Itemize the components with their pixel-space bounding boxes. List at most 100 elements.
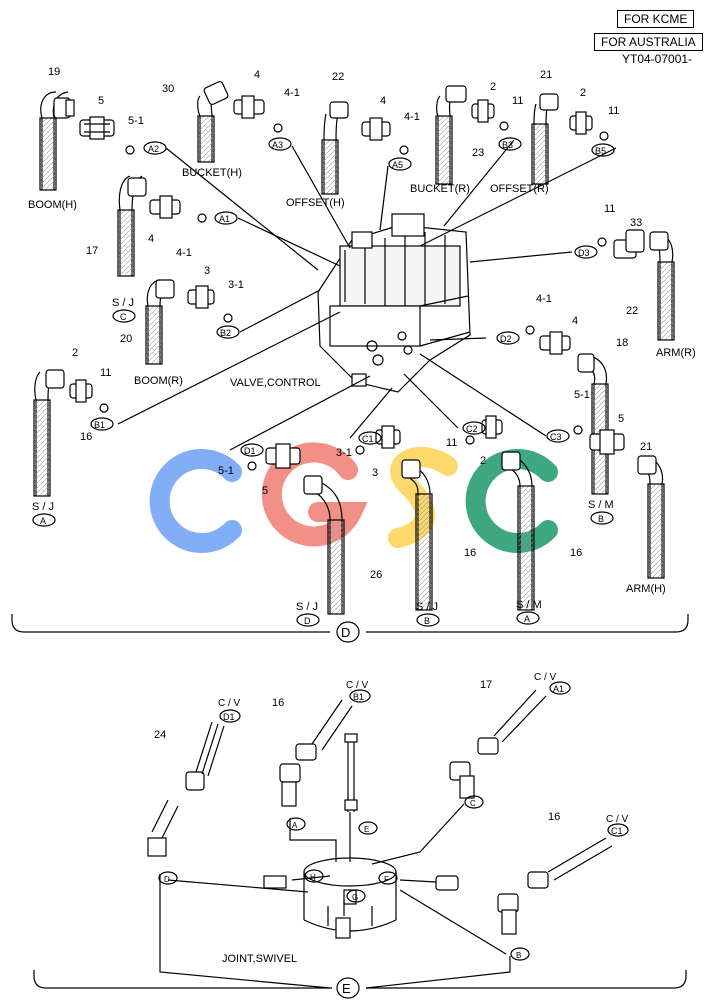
fitting-4-17 <box>149 195 181 219</box>
leader-b2 <box>239 289 321 333</box>
port-d3 <box>574 245 598 259</box>
oring-4-1-18 <box>525 325 535 335</box>
port-label-b2: B2 <box>220 328 231 338</box>
section-e-marker: E <box>342 981 351 996</box>
hose-arm-r <box>649 231 675 341</box>
swivel-joint <box>303 857 397 932</box>
label-cv-b1: C / V <box>346 680 369 691</box>
section-d-marker-ring <box>336 621 360 643</box>
section-d-marker: D <box>341 625 350 640</box>
label-4-1a: 4-1 <box>284 87 300 99</box>
label-sj-2: S / J <box>32 501 54 513</box>
label-offset-h: OFFSET(H) <box>286 197 345 209</box>
label-19: 19 <box>48 66 60 78</box>
port-b1 <box>90 417 114 431</box>
label-sm-1: S / M <box>588 499 614 511</box>
label-e-16a: 16 <box>272 697 284 709</box>
label-21b: 21 <box>640 441 652 453</box>
label-5b: 5 <box>618 413 624 425</box>
label-33: 33 <box>630 217 642 229</box>
label-4c: 4 <box>148 233 154 245</box>
port-b5 <box>591 143 615 157</box>
label-21a: 21 <box>540 69 552 81</box>
elbow-a <box>279 763 301 807</box>
elbow-b <box>497 893 519 935</box>
label-sj-1: S / J <box>112 297 134 309</box>
port-a1 <box>214 211 238 225</box>
label-26: 26 <box>370 569 382 581</box>
fitting-2-left <box>69 379 93 403</box>
leader-a2 <box>165 147 319 271</box>
oring-4-1-offset <box>399 145 409 155</box>
leader-a5 <box>379 165 389 231</box>
leader-d3 <box>469 251 573 263</box>
hose-26 <box>303 475 345 615</box>
label-3-1a: 3-1 <box>228 279 244 291</box>
label-11c: 11 <box>604 203 615 215</box>
elbow-33 <box>613 229 645 259</box>
label-5-1c: 5-1 <box>218 465 234 477</box>
document-number: YT04-07001- <box>622 52 693 66</box>
oring-3-1-boom-r <box>223 313 233 323</box>
label-4a: 4 <box>254 69 260 81</box>
label-22a: 22 <box>332 71 344 83</box>
label-24: 24 <box>154 729 166 741</box>
label-e-16b: 16 <box>548 811 560 823</box>
port-c3 <box>546 429 570 443</box>
oring-3-1-lower <box>355 445 365 455</box>
fitting-3-boom-r <box>187 285 215 309</box>
label-offset-r: OFFSET(R) <box>490 183 549 195</box>
hose-boom-h <box>39 91 75 191</box>
oring-5-1-arm-h <box>573 425 583 435</box>
label-sj-4: S / J <box>416 601 438 613</box>
port-c1 <box>358 431 382 445</box>
port-label-e-a1: A1 <box>553 684 564 694</box>
leader-a1 <box>237 217 341 267</box>
port-a3 <box>268 137 292 151</box>
watermark-c2 <box>465 449 558 553</box>
port-c2 <box>462 421 486 435</box>
label-18: 18 <box>616 337 628 349</box>
port-label-a5: A5 <box>392 160 403 170</box>
port-label-e-c1: C1 <box>611 826 623 836</box>
label-23: 23 <box>472 147 484 159</box>
port-label-c1: C1 <box>362 434 374 444</box>
hose-16-c1 <box>527 837 613 889</box>
oring-11-bucket-r <box>499 121 509 131</box>
label-cv-c1: C / V <box>606 814 629 825</box>
label-3a: 3 <box>204 265 210 277</box>
port-label-a1: A1 <box>219 214 230 224</box>
elbow-c <box>449 761 475 799</box>
section-d <box>11 81 689 643</box>
hose-16-sm-a <box>501 451 535 611</box>
leader-c3 <box>419 353 547 437</box>
oring-5-1-upper <box>125 145 135 155</box>
fitting-5-lower <box>265 443 301 469</box>
port-label-a3: A3 <box>272 140 283 150</box>
label-sm-b: B <box>598 514 604 524</box>
section-e-marker-ring <box>336 977 360 999</box>
section-d-text: 19 5 5-1 A2 BOOM(H) 30 4 4-1 A3 BUCKET(H… <box>28 66 696 640</box>
label-cv-d1: C / V <box>218 698 241 709</box>
label-11a: 11 <box>512 95 523 107</box>
fitting-4-18 <box>539 331 571 355</box>
hose-16-b1 <box>295 699 353 761</box>
label-sj-b: B <box>424 616 430 626</box>
fitting-2-bucket-r <box>471 99 495 123</box>
port-e-g: G <box>352 893 358 902</box>
port-a2 <box>143 141 167 155</box>
tag-for-kcme: FOR KCME <box>617 10 695 28</box>
label-joint-swivel: JOINT,SWIVEL <box>222 953 297 965</box>
fitting-4-bucket <box>233 95 265 119</box>
leader-d1 <box>229 375 371 451</box>
port-label-e-b1: B1 <box>353 692 364 702</box>
port-d1 <box>240 443 264 457</box>
elbow-d <box>147 799 179 857</box>
fitting-5-arm-h <box>589 429 625 455</box>
leader-c2 <box>403 373 459 429</box>
label-arm-h: ARM(H) <box>626 583 666 595</box>
port-a5 <box>388 157 412 171</box>
port-e-e: E <box>364 825 369 834</box>
fitting-4-offset <box>361 117 391 141</box>
